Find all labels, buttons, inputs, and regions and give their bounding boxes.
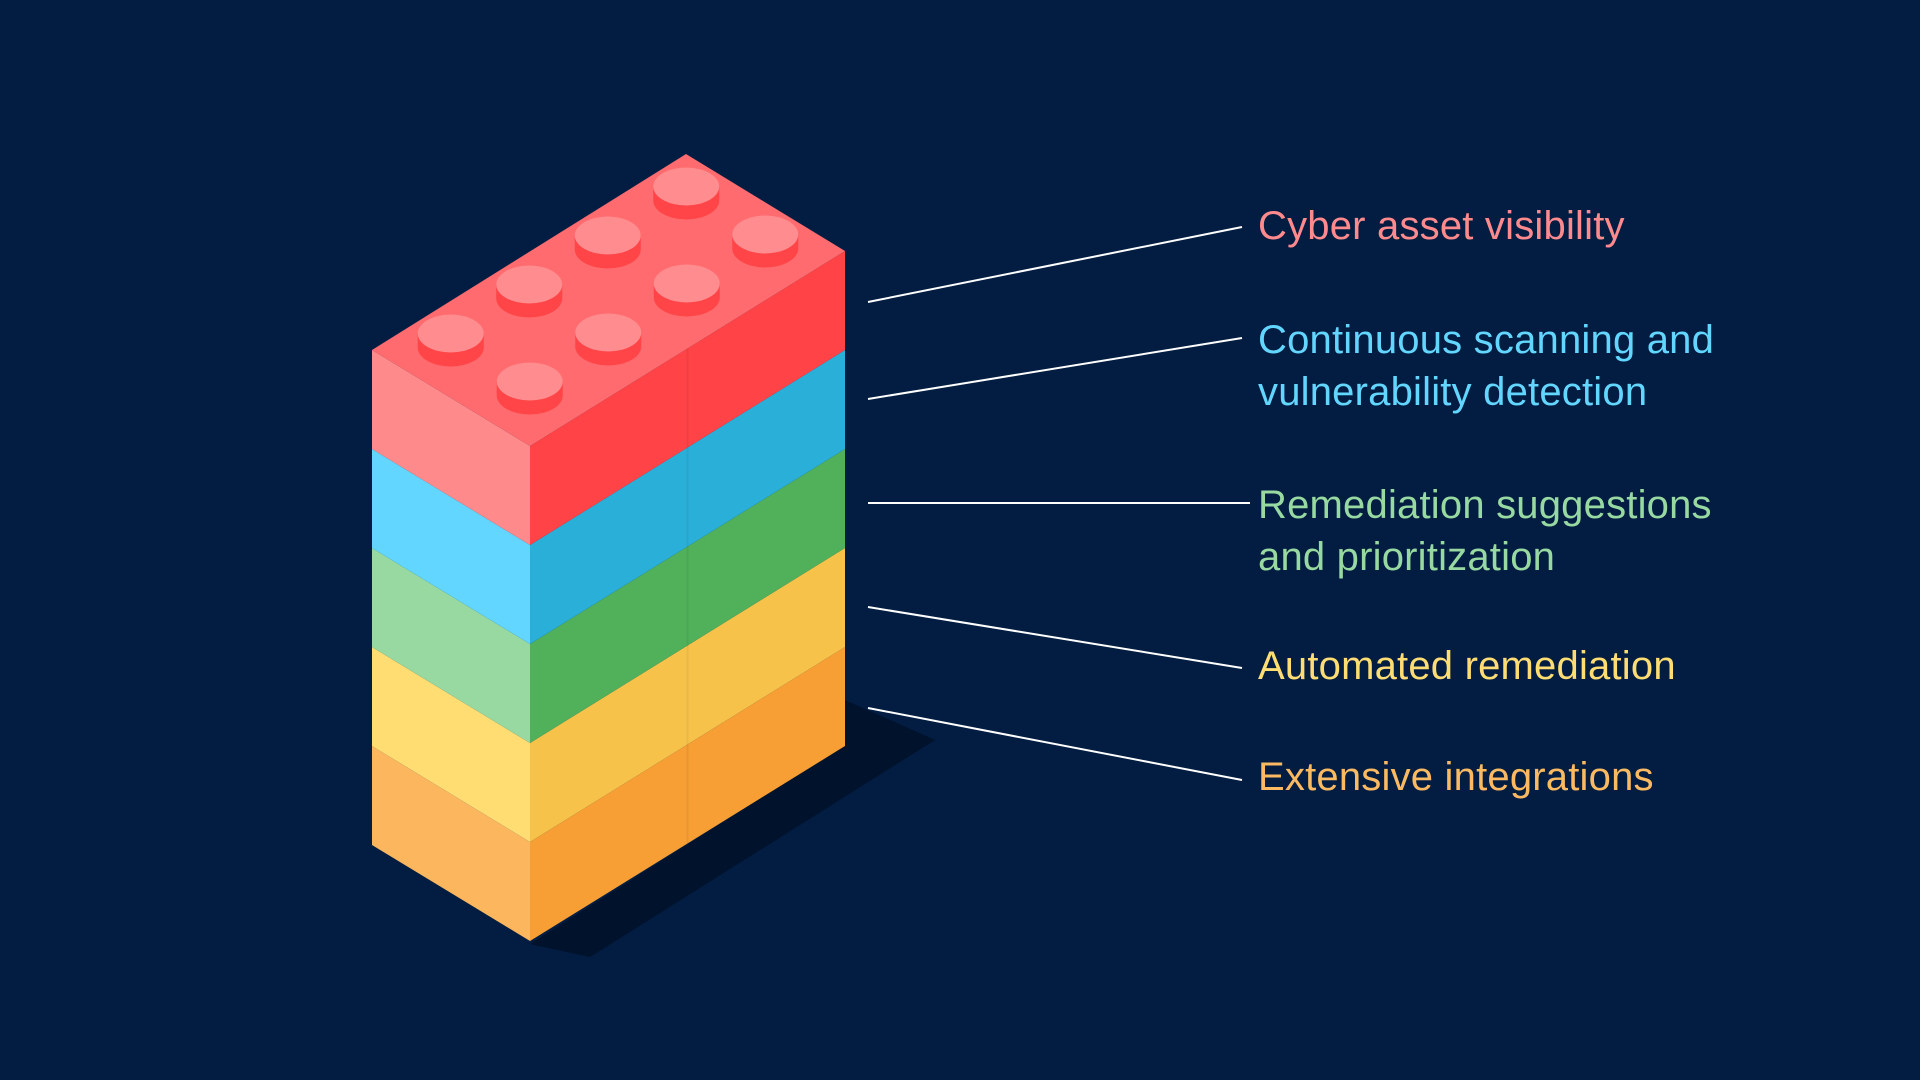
brick-shadow-shape: [530, 700, 935, 957]
label-extensive-integrations: Extensive integrations: [1258, 751, 1654, 803]
label-line: vulnerability detection: [1258, 370, 1648, 414]
layer-top-right-face: [530, 251, 845, 545]
layer-bottom-left-face: [372, 746, 530, 941]
layer-third-right-face: [530, 449, 845, 743]
stud: [417, 314, 484, 367]
layer-top-left-face: [372, 350, 530, 545]
leader-lines: [867, 226, 1250, 781]
label-line: Extensive integrations: [1258, 755, 1654, 799]
leader-line-bottom: [867, 707, 1243, 781]
brick-studs: [417, 167, 799, 415]
stud-top: [574, 216, 641, 255]
leader-line-fourth: [867, 606, 1243, 669]
layer-third-left-face: [372, 548, 530, 743]
brick-top-face: [372, 154, 845, 446]
stud-top: [653, 264, 720, 303]
layer-fourth-left-face: [372, 647, 530, 842]
layer-second-right-face: [530, 350, 845, 644]
stud: [574, 216, 641, 269]
brick-layers: [372, 154, 845, 941]
stud-top: [732, 215, 799, 254]
stud: [653, 167, 720, 220]
stud: [496, 265, 563, 318]
label-cyber-asset-visibility: Cyber asset visibility: [1258, 200, 1625, 252]
brick-shadow: [530, 700, 935, 957]
label-line: and prioritization: [1258, 535, 1556, 579]
layer-second-left-face: [372, 449, 530, 644]
leader-line-top: [867, 226, 1243, 303]
label-remediation-suggestions: Remediation suggestions and prioritizati…: [1258, 479, 1712, 583]
stud: [496, 362, 563, 415]
label-line: Continuous scanning and: [1258, 318, 1715, 362]
label-line: Cyber asset visibility: [1258, 204, 1625, 248]
label-continuous-scanning: Continuous scanning and vulnerability de…: [1258, 314, 1714, 418]
stud-top: [496, 265, 563, 304]
stud: [732, 215, 799, 268]
stud-top: [653, 167, 720, 206]
label-automated-remediation: Automated remediation: [1258, 640, 1676, 692]
stud-top: [496, 362, 563, 401]
leader-line-second: [867, 337, 1243, 400]
stud: [575, 313, 642, 366]
label-line: Remediation suggestions: [1258, 483, 1712, 527]
layer-fourth-right-face: [530, 548, 845, 842]
stud-top: [417, 314, 484, 353]
stud-top: [575, 313, 642, 352]
layer-bottom-right-face: [530, 647, 845, 941]
stud: [653, 264, 720, 317]
label-line: Automated remediation: [1258, 644, 1676, 688]
